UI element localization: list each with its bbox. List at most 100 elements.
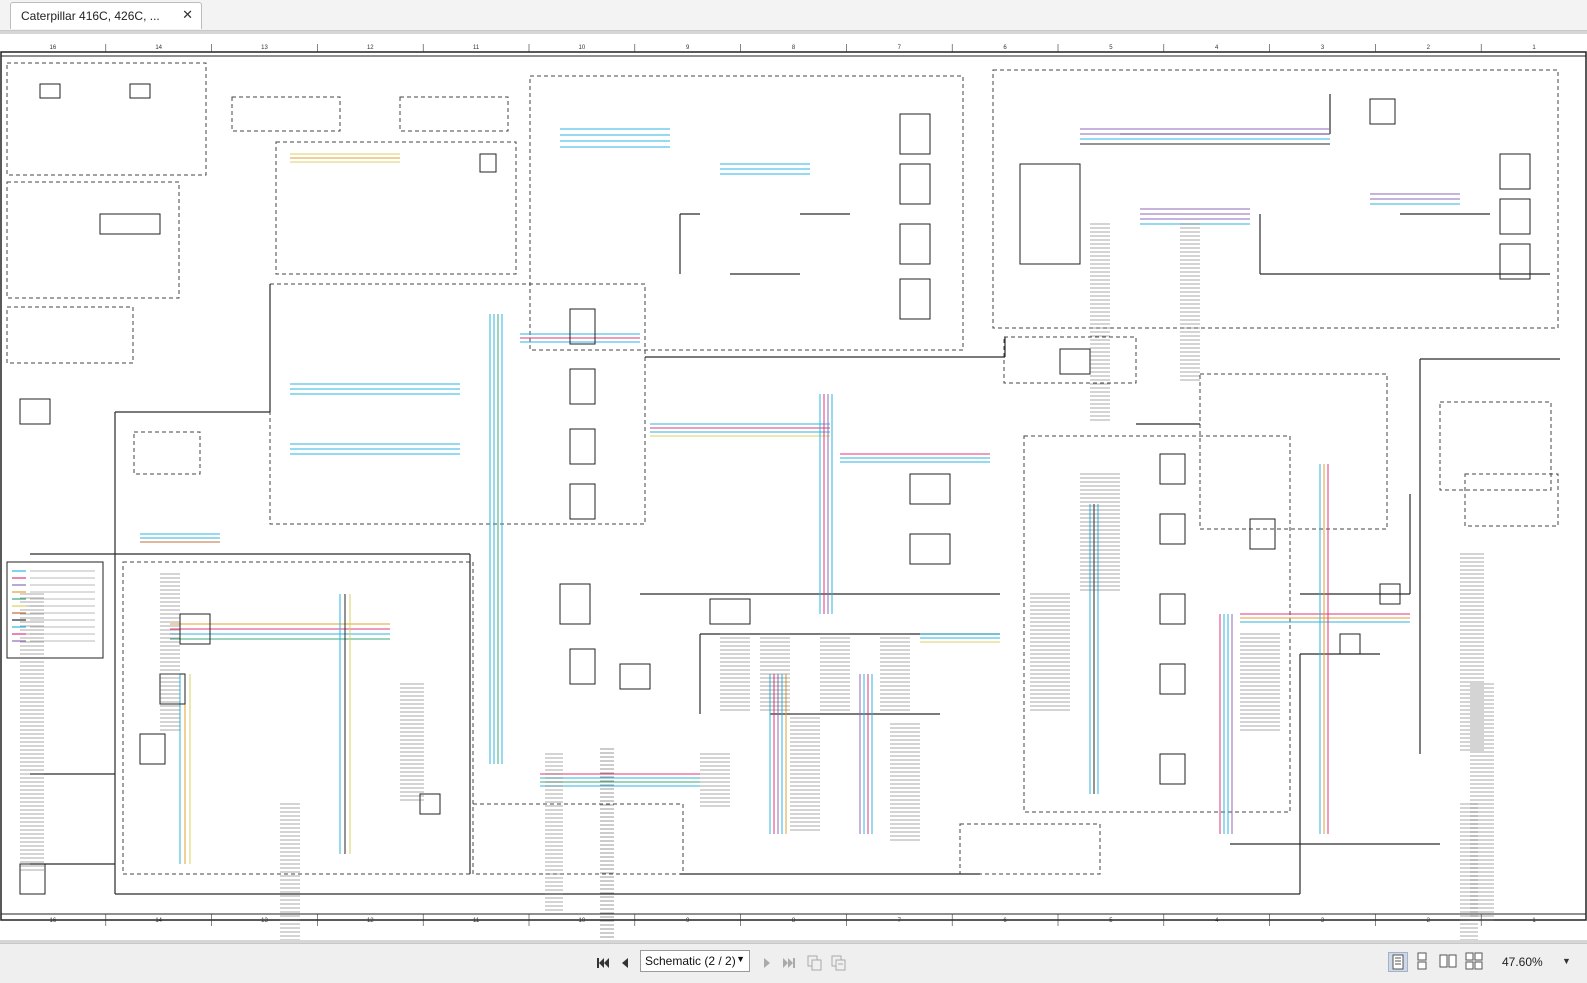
component-symbol [559, 583, 591, 625]
component-symbol [1059, 348, 1091, 375]
grid-reference-number: 1 [1532, 918, 1536, 924]
component-symbol [1499, 198, 1531, 235]
grid-reference-number: 2 [1427, 918, 1431, 924]
component-symbol [899, 278, 931, 320]
circuit-group-border [1003, 336, 1137, 384]
component-symbol [1499, 153, 1531, 190]
grid-reference-number: 10 [579, 45, 586, 51]
component-symbol [569, 483, 596, 520]
grid-reference-number: 3 [1321, 918, 1325, 924]
component-symbol [139, 733, 166, 765]
circuit-group-border [529, 75, 964, 351]
component-symbol [1159, 593, 1186, 625]
wire-legend-box [6, 561, 104, 659]
component-symbol [19, 398, 51, 425]
component-symbol [419, 793, 441, 815]
grid-reference-number: 16 [50, 45, 57, 51]
circuit-group-border [399, 96, 509, 132]
continuous-view-button[interactable] [1413, 952, 1433, 972]
component-symbol [569, 428, 596, 465]
component-symbol [1339, 633, 1361, 655]
grid-reference-number: 5 [1109, 45, 1113, 51]
component-symbol [1159, 513, 1186, 545]
component-symbol [899, 113, 931, 155]
grid-reference-number: 12 [367, 45, 374, 51]
component-symbol [709, 598, 751, 625]
grid-reference-number: 14 [155, 45, 162, 51]
component-symbol [1369, 98, 1396, 125]
next-page-icon[interactable] [758, 954, 776, 972]
copy-page-icon[interactable] [806, 954, 824, 972]
last-page-icon[interactable] [780, 954, 798, 972]
document-tab[interactable]: Caterpillar 416C, 426C, ... ✕ [10, 2, 202, 29]
component-symbol [1379, 583, 1401, 605]
component-symbol [479, 153, 497, 173]
grid-reference-number: 9 [686, 918, 690, 924]
circuit-group-border [1439, 401, 1552, 491]
close-icon[interactable]: ✕ [182, 7, 193, 22]
grid-reference-number: 8 [792, 918, 796, 924]
grid-reference-number: 8 [792, 45, 796, 51]
component-symbol [1249, 518, 1276, 550]
grid-reference-number: 13 [261, 918, 268, 924]
component-symbol [19, 863, 46, 895]
grid-reference-number: 16 [50, 918, 57, 924]
component-symbol [1159, 663, 1186, 695]
first-page-icon[interactable] [594, 954, 612, 972]
page-select-value: Schematic (2 / 2) [645, 954, 736, 968]
grid-reference-number: 6 [1003, 45, 1007, 51]
drawing-frame [0, 51, 1587, 921]
zoom-chevron-down-icon[interactable]: ▼ [1562, 956, 1571, 966]
circuit-group-border [6, 306, 134, 364]
circuit-group-border [231, 96, 341, 132]
grid-reference-number: 1 [1532, 45, 1536, 51]
component-symbol [159, 673, 186, 705]
circuit-group-border [959, 823, 1101, 875]
page-select[interactable]: Schematic (2 / 2) ▼ [640, 950, 750, 972]
circuit-group-border [992, 69, 1559, 329]
circuit-group-border [6, 62, 207, 176]
grid-reference-number: 11 [473, 918, 480, 924]
grid-reference-number: 10 [579, 918, 586, 924]
grid-reference-number: 2 [1427, 45, 1431, 51]
grid-reference-number: 4 [1215, 918, 1219, 924]
paste-page-icon[interactable] [830, 954, 848, 972]
grid-reference-number: 6 [1003, 918, 1007, 924]
grid-reference-number: 7 [898, 918, 902, 924]
component-symbol [909, 533, 951, 565]
circuit-group-border [133, 431, 201, 475]
component-symbol [569, 648, 596, 685]
chevron-down-icon: ▼ [736, 954, 745, 964]
component-symbol [1159, 753, 1186, 785]
grid-reference-number: 13 [261, 45, 268, 51]
component-symbol [39, 83, 61, 99]
component-symbol [899, 163, 931, 205]
component-symbol [1499, 243, 1531, 280]
grid-reference-number: 11 [473, 45, 480, 51]
status-bar: Schematic (2 / 2) ▼ 47.60% ▼ [0, 943, 1587, 983]
grid-reference-number: 9 [686, 45, 690, 51]
circuit-group-border [275, 141, 517, 275]
single-page-view-button[interactable] [1388, 952, 1408, 972]
component-symbol [1159, 453, 1186, 485]
tab-title: Caterpillar 416C, 426C, ... [21, 9, 160, 23]
grid-reference-number: 7 [898, 45, 902, 51]
component-symbol [129, 83, 151, 99]
component-symbol [569, 368, 596, 405]
grid-reference-number: 4 [1215, 45, 1219, 51]
two-page-continuous-view-button[interactable] [1465, 952, 1485, 972]
grid-reference-number: 5 [1109, 918, 1113, 924]
circuit-group-border [6, 181, 180, 299]
grid-reference-number: 3 [1321, 45, 1325, 51]
component-symbol [569, 308, 596, 345]
grid-reference-number: 14 [155, 918, 162, 924]
component-symbol [909, 473, 951, 505]
circuit-group-border [122, 561, 474, 875]
previous-page-icon[interactable] [616, 954, 634, 972]
circuit-group-border [1199, 373, 1388, 530]
two-page-view-button[interactable] [1439, 952, 1459, 972]
zoom-level[interactable]: 47.60% [1502, 955, 1543, 969]
component-symbol [899, 223, 931, 265]
